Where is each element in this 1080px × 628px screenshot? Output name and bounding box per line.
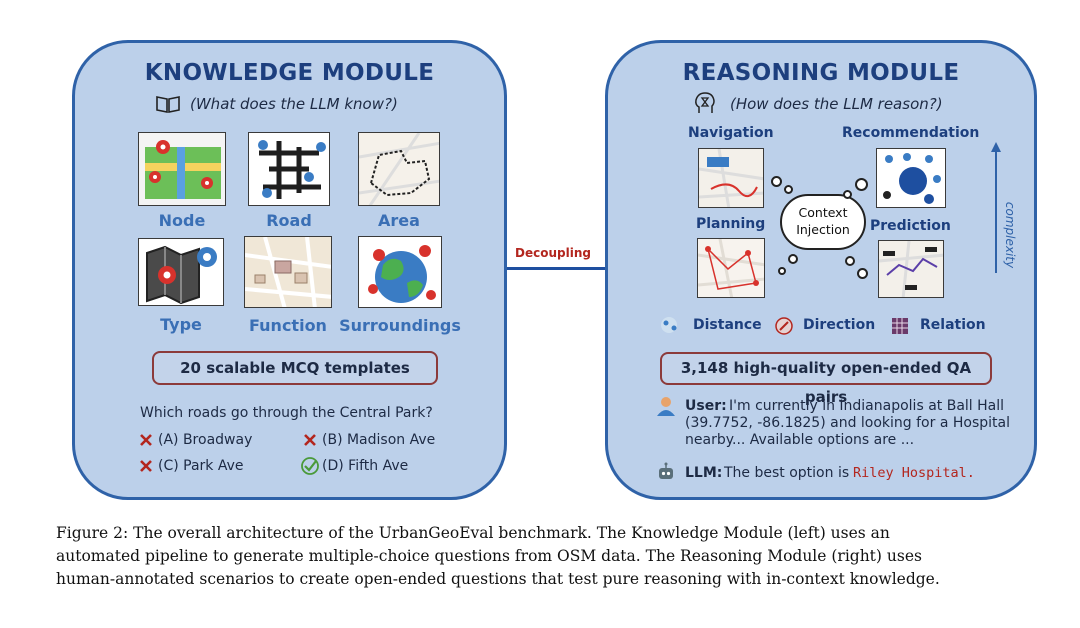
distance-label: Distance: [693, 317, 762, 333]
figure-caption: Figure 2: The overall architecture of th…: [56, 522, 1036, 591]
option-d: (D) Fifth Ave: [322, 458, 409, 474]
thought-dot: [845, 256, 855, 266]
road-label: Road: [266, 211, 312, 230]
caption-line-1: Figure 2: The overall architecture of th…: [56, 524, 890, 542]
context-injection-line1: Context: [798, 205, 848, 220]
user-label: User:: [685, 398, 727, 414]
distance-icon: [660, 316, 682, 338]
user-avatar-icon: [656, 396, 676, 420]
road-tile-image: [248, 132, 330, 206]
check-circle-icon: [300, 456, 320, 480]
user-line3: nearby... Available options are ...: [685, 432, 915, 448]
area-label: Area: [378, 211, 420, 230]
llm-text: The best option is: [724, 465, 850, 481]
option-b: (B) Madison Ave: [322, 432, 436, 448]
reasoning-subtitle: (How does the LLM reason?): [730, 95, 943, 113]
thought-dot: [857, 268, 868, 279]
direction-icon: [774, 316, 794, 340]
caption-line-3: human-annotated scenarios to create open…: [56, 570, 940, 588]
context-injection-line2: Injection: [796, 222, 850, 237]
type-tile-image: [138, 238, 224, 306]
knowledge-module-title: KNOWLEDGE MODULE: [144, 60, 435, 86]
area-tile-image: [358, 132, 440, 206]
book-icon: [155, 94, 181, 118]
thought-dot: [771, 176, 782, 187]
type-label: Type: [160, 315, 202, 334]
cross-icon: [138, 432, 154, 452]
reasoning-module-title: REASONING MODULE: [682, 60, 960, 86]
navigation-map-image: [698, 148, 764, 208]
head-hourglass-icon: [693, 91, 717, 119]
function-label: Function: [249, 316, 327, 335]
user-line1: I'm currently in Indianapolis at Ball Ha…: [729, 398, 1005, 414]
planning-label: Planning: [696, 216, 766, 232]
planning-map-image: [697, 238, 765, 298]
surroundings-label: Surroundings: [339, 316, 461, 335]
complexity-arrow: [988, 140, 1004, 279]
cross-icon: [138, 458, 154, 478]
function-tile-image: [244, 236, 332, 308]
llm-label: LLM:: [685, 465, 723, 481]
thought-dot: [855, 178, 868, 191]
prediction-map-image: [878, 240, 944, 298]
llm-answer: Riley Hospital.: [853, 465, 975, 481]
thought-dot: [778, 267, 786, 275]
node-tile-image: [138, 132, 226, 206]
decoupling-label: Decoupling: [515, 246, 591, 260]
context-injection-cloud: [780, 194, 866, 250]
decoupling-connector: [507, 267, 607, 270]
knowledge-subtitle: (What does the LLM know?): [190, 95, 398, 113]
user-line2: (39.7752, -86.1825) and looking for a Ho…: [685, 415, 1010, 431]
cross-icon: [302, 432, 318, 452]
caption-line-2: automated pipeline to generate multiple-…: [56, 547, 922, 565]
thought-dot: [784, 185, 793, 194]
reasoning-module-panel: [605, 40, 1037, 500]
thought-dot: [843, 190, 852, 199]
qa-pairs-banner: 3,148 high-quality open-ended QA pairs: [660, 352, 992, 406]
mcq-templates-banner: 20 scalable MCQ templates: [152, 351, 438, 385]
surroundings-tile-image: [358, 236, 442, 308]
recommendation-image: [876, 148, 946, 208]
option-a: (A) Broadway: [158, 432, 253, 448]
mcq-question: Which roads go through the Central Park?: [140, 405, 433, 421]
direction-label: Direction: [803, 317, 876, 333]
thought-dot: [788, 254, 798, 264]
recommendation-label: Recommendation: [842, 125, 980, 141]
relation-icon: [890, 316, 910, 340]
option-c: (C) Park Ave: [158, 458, 244, 474]
node-label: Node: [158, 211, 206, 230]
prediction-label: Prediction: [870, 218, 951, 234]
robot-icon: [656, 462, 676, 486]
relation-label: Relation: [920, 317, 986, 333]
complexity-label: complexity: [1003, 201, 1017, 269]
navigation-label: Navigation: [688, 125, 774, 141]
